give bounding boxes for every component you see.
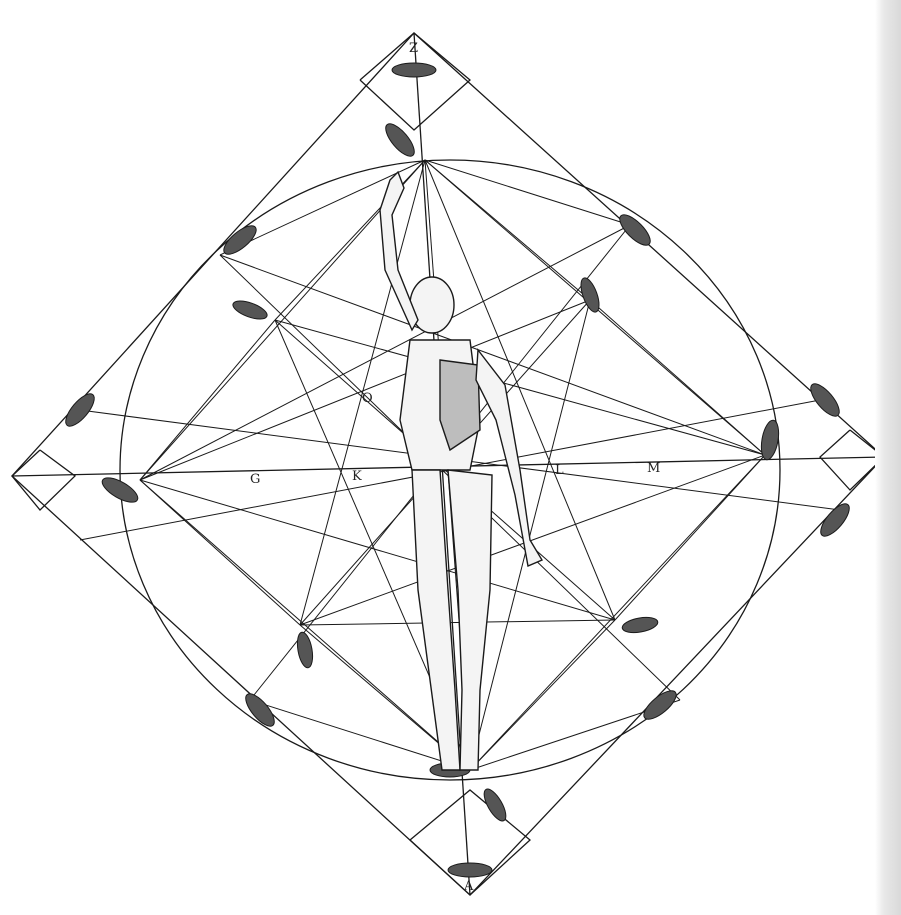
label-m: M xyxy=(647,461,660,476)
page-margin-shadow xyxy=(875,0,901,915)
label-top-apex: Z xyxy=(409,41,418,56)
label-o: O xyxy=(362,391,373,406)
skull xyxy=(410,277,454,333)
skeleton-figure xyxy=(380,172,542,770)
label-g: G xyxy=(250,472,260,487)
label-k: K xyxy=(352,469,362,484)
left-corner-box xyxy=(12,450,75,510)
label-bottom-apex: A xyxy=(463,879,474,894)
label-l: L xyxy=(555,463,564,478)
